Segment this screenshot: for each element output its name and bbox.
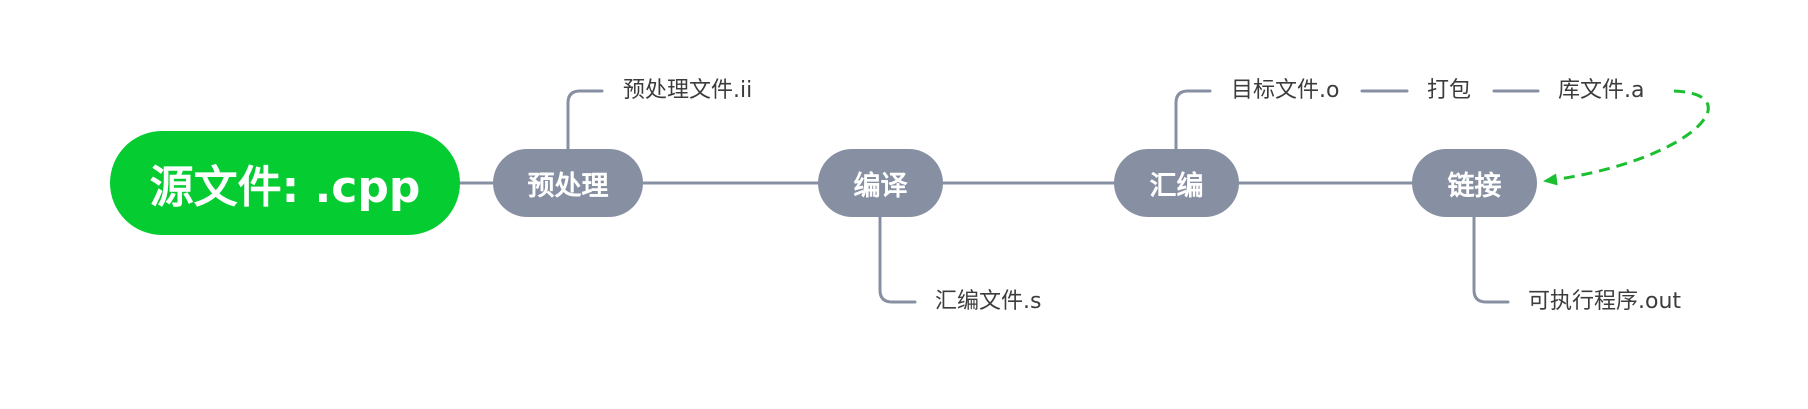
executable-label: 可执行程序.out <box>1528 289 1682 314</box>
step-assemble-label: 汇编 <box>1149 170 1204 202</box>
library-file-label: 库文件.a <box>1558 78 1645 103</box>
assembly-file-label: 汇编文件.s <box>935 289 1042 314</box>
step-preprocess-label: 预处理 <box>527 170 609 202</box>
branch-compile-output <box>878 215 917 304</box>
branch-preprocess-output <box>566 89 604 151</box>
preprocessed-file-label: 预处理文件.ii <box>623 78 753 103</box>
object-file-label: 目标文件.o <box>1231 78 1340 103</box>
root-node: 源文件: .cpp <box>110 131 460 235</box>
branch-assemble-output <box>1174 89 1212 151</box>
pack-step-label: 打包 <box>1427 78 1472 103</box>
root-node-label: 源文件: .cpp <box>149 162 421 213</box>
step-link-label: 链接 <box>1447 170 1502 202</box>
step-assemble: 汇编 <box>1114 149 1239 217</box>
step-compile: 编译 <box>818 149 943 217</box>
feedback-arrow <box>1543 89 1710 186</box>
step-link: 链接 <box>1412 149 1537 217</box>
branch-link-output <box>1472 215 1510 304</box>
step-preprocess: 预处理 <box>493 149 643 217</box>
step-compile-label: 编译 <box>853 170 908 202</box>
